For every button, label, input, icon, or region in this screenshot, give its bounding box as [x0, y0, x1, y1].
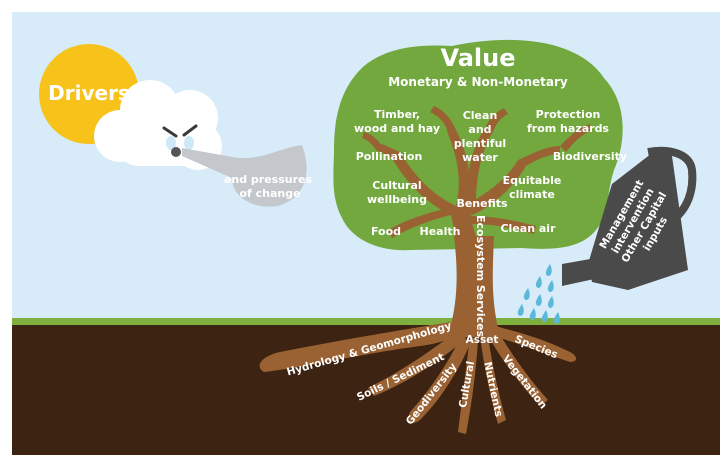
wind-breath-shape [182, 145, 307, 207]
benefit-equitable-line-2: climate [509, 188, 555, 201]
benefit-clean-water-line-3: plentiful [454, 137, 506, 150]
ecosystem-services-label: Ecosystem Services [474, 215, 487, 338]
benefit-equitable-line-1: Equitable [503, 174, 562, 187]
tree-roots [259, 322, 576, 434]
grass-strip [12, 318, 720, 325]
value-title: Value [440, 44, 515, 72]
benefit-clean-water-line-1: Clean [463, 109, 498, 122]
benefit-protection-line-1: Protection [536, 108, 601, 121]
benefit-cultural-line-1: Cultural [372, 179, 421, 192]
value-subtitle: Monetary & Non-Monetary [388, 75, 568, 89]
benefit-protection-line-2: from hazards [527, 122, 609, 135]
benefit-clean-water-line-2: and [468, 123, 491, 136]
benefit-biodiversity: Biodiversity [553, 150, 627, 163]
pressures-line-2: of change [239, 187, 300, 200]
drivers-label: Drivers [48, 81, 130, 105]
cloud-face-icon [94, 80, 222, 170]
benefit-timber-line-2: wood and hay [354, 122, 440, 135]
benefit-clean-air: Clean air [500, 222, 556, 235]
benefit-timber-line-1: Timber, [374, 108, 420, 121]
asset-label: Asset [466, 334, 499, 346]
water-drops [517, 264, 560, 324]
watering-can-icon [517, 146, 697, 324]
tree-branches [362, 106, 592, 260]
benefit-health: Health [420, 225, 461, 238]
benefit-cultural-line-2: wellbeing [367, 193, 427, 206]
benefit-food: Food [371, 225, 401, 238]
benefit-pollination: Pollination [356, 150, 423, 163]
tree-trunk [450, 236, 498, 328]
benefits-label: Benefits [456, 197, 508, 210]
benefit-clean-water-line-4: water [462, 151, 498, 164]
pressures-line-1: and pressures [224, 173, 313, 186]
